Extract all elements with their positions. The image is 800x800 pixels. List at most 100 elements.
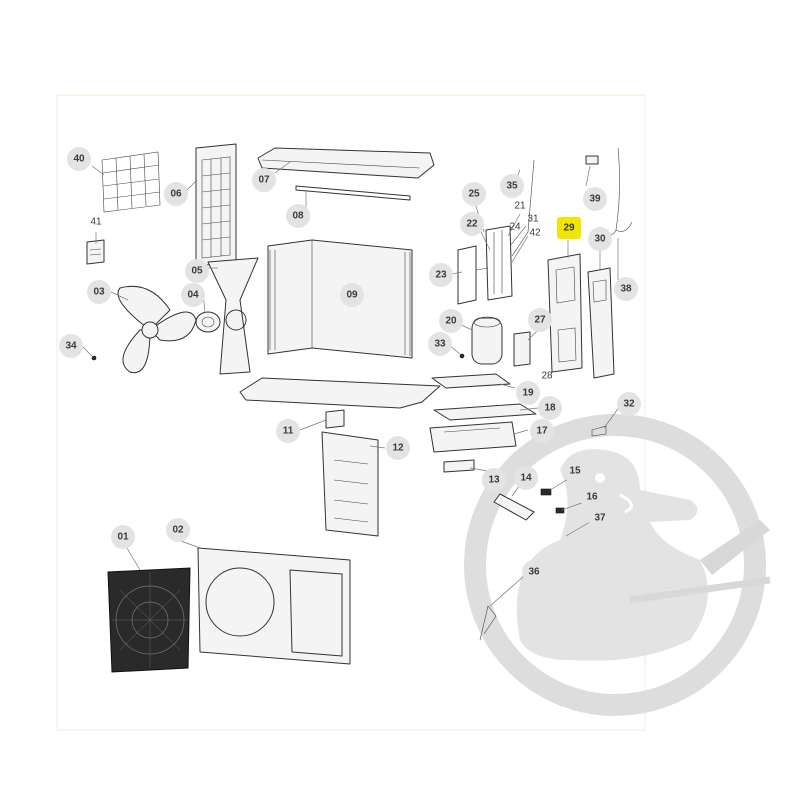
callout-label: 35: [506, 181, 518, 192]
callout-label: 38: [620, 284, 632, 295]
callout-23: 23: [429, 263, 453, 287]
callout-label: 02: [172, 525, 184, 536]
part-03-fan: [117, 285, 197, 374]
callout-19: 19: [516, 381, 540, 405]
callout-04: 04: [181, 283, 205, 307]
callout-36: 36: [522, 560, 546, 584]
callout-label: 01: [117, 532, 129, 543]
callout-08: 08: [286, 204, 310, 228]
callout-22: 22: [460, 212, 484, 236]
part-valve-group: [457, 159, 535, 305]
callout-02: 02: [166, 518, 190, 542]
callout-label: 23: [435, 270, 447, 281]
part-16: [555, 507, 565, 514]
callout-05: 05: [185, 259, 209, 283]
callout-label: 32: [623, 399, 635, 410]
callout-label: 17: [536, 426, 548, 437]
part-38-harness: [605, 147, 633, 235]
callout-label: 42: [529, 228, 541, 239]
callout-32: 32: [617, 392, 641, 416]
callout-35: 35: [500, 174, 524, 198]
callout-17: 17: [530, 419, 554, 443]
callout-label: 04: [187, 290, 199, 301]
callout-40: 40: [67, 147, 91, 171]
callout-07: 07: [252, 168, 276, 192]
part-08-rail: [295, 185, 411, 201]
callout-27: 27: [528, 308, 552, 332]
callout-label: 36: [528, 567, 540, 578]
callout-label: 29: [563, 223, 575, 234]
part-33-bolt: [459, 353, 465, 359]
callout-30: 30: [588, 227, 612, 251]
part-06-filter: [195, 143, 237, 267]
watermark-logo: [464, 414, 771, 716]
callout-label: 31: [527, 214, 539, 225]
callout-28: 28: [541, 371, 553, 382]
callout-16: 16: [580, 485, 604, 509]
callout-label: 21: [514, 201, 526, 212]
callout-label: 06: [170, 189, 182, 200]
part-07-top-panel: [257, 147, 435, 179]
callout-label: 25: [468, 189, 480, 200]
callout-label: 30: [594, 234, 606, 245]
part-11-bracket: [325, 409, 345, 429]
callout-18: 18: [538, 396, 562, 420]
part-17-module: [429, 421, 517, 453]
callout-label: 34: [65, 341, 77, 352]
callout-37: 37: [588, 506, 612, 530]
callout-label: 09: [346, 290, 358, 301]
callout-20: 20: [439, 309, 463, 333]
callout-14: 14: [514, 466, 538, 490]
part-41-panel: [86, 239, 105, 265]
part-29-control-box: [547, 253, 583, 373]
callout-12: 12: [386, 436, 410, 460]
part-32: [591, 425, 607, 437]
part-36-cable: [479, 605, 497, 641]
part-30-cover: [587, 267, 615, 379]
callout-label: 05: [191, 266, 203, 277]
part-05-bracket: [207, 257, 259, 375]
part-01-front-grille: [107, 567, 191, 673]
callout-label: 15: [569, 466, 581, 477]
callout-38: 38: [614, 277, 638, 301]
part-02-front-panel: [197, 547, 351, 665]
callout-39: 39: [583, 187, 607, 211]
diagram-frame: [56, 94, 646, 731]
part-13: [443, 459, 475, 473]
callout-24: 24: [509, 222, 521, 233]
callout-13: 13: [482, 468, 506, 492]
callout-25: 25: [462, 182, 486, 206]
callout-label: 22: [466, 219, 478, 230]
callout-label: 19: [522, 388, 534, 399]
callout-06: 06: [164, 182, 188, 206]
callout-label: 13: [488, 475, 500, 486]
callout-label: 08: [292, 211, 304, 222]
callout-label: 41: [90, 217, 102, 228]
callout-09: 09: [340, 283, 364, 307]
callout-label: 03: [93, 287, 105, 298]
part-39-clip: [585, 155, 599, 165]
part-base-pan: [239, 377, 441, 409]
part-34-screw: [91, 355, 97, 361]
callout-label: 28: [541, 371, 553, 382]
part-04-motor: [195, 311, 221, 333]
callout-31: 31: [527, 214, 539, 225]
callout-label: 24: [509, 222, 521, 233]
callout-33: 33: [428, 332, 452, 356]
callout-label: 39: [589, 194, 601, 205]
callout-label: 20: [445, 316, 457, 327]
part-12-separator: [321, 431, 379, 537]
callout-label: 11: [283, 426, 294, 437]
callout-label: 12: [392, 443, 404, 454]
callout-03: 03: [87, 280, 111, 304]
callout-label: 37: [594, 513, 606, 524]
callout-34: 34: [59, 334, 83, 358]
part-19-plate: [431, 373, 511, 389]
callout-label: 16: [586, 492, 598, 503]
part-20-compressor: [471, 316, 503, 365]
part-14: [493, 493, 535, 521]
callout-29-highlighted: 29: [557, 217, 581, 239]
callout-01: 01: [111, 525, 135, 549]
